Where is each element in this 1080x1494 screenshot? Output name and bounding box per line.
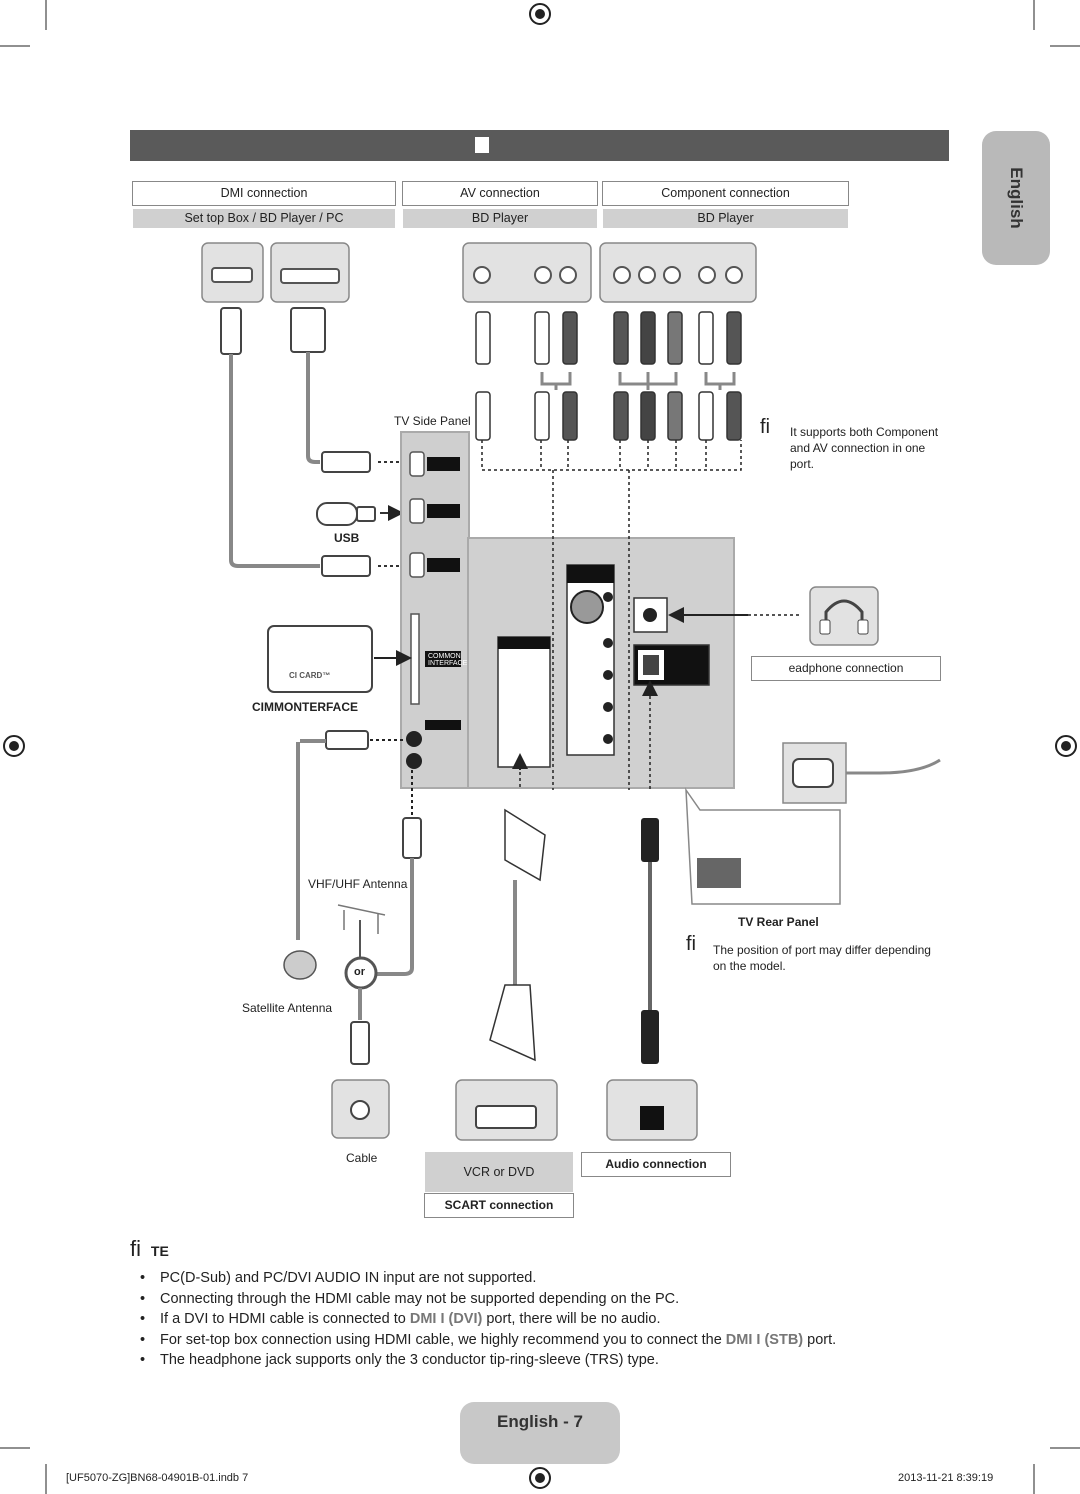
hdmi-plug-side-upper xyxy=(321,451,371,473)
headphone-connection-title: eadphone connection xyxy=(751,656,941,681)
svg-text:COMMON: COMMON xyxy=(428,653,461,660)
component-connection-devices: BD Player xyxy=(603,209,848,228)
rca-jack-icons xyxy=(473,266,743,284)
section-header-bar xyxy=(130,130,949,161)
headphone-device-box xyxy=(809,586,879,646)
note-item: PC(D-Sub) and PC/DVI AUDIO IN input are … xyxy=(140,1268,960,1289)
or-label: or xyxy=(354,966,365,978)
satellite-antenna-label: Satellite Antenna xyxy=(242,1001,333,1015)
dvi-socket-icon xyxy=(280,268,340,284)
dvi-plug-top xyxy=(290,307,326,353)
vhf-uhf-antenna-label: VHF/UHF Antenna xyxy=(308,877,408,891)
print-file-info: [UF5070-ZG]BN68-04901B-01.indb 7 xyxy=(66,1472,249,1484)
hdmi-connection-title: DMI connection xyxy=(132,181,396,206)
component-connection-title: Component connection xyxy=(602,181,849,206)
vcr-dvd-label: VCR or DVD xyxy=(425,1152,573,1192)
hdmi-plug-top xyxy=(220,307,242,355)
hdmi-connection-devices: Set top Box / BD Player / PC xyxy=(133,209,395,228)
note-icon: ﬁ xyxy=(130,1236,141,1261)
av-connection-devices: BD Player xyxy=(403,209,597,228)
page-number-label: English - 7 xyxy=(497,1412,583,1431)
usb-stick-icon xyxy=(316,502,358,526)
page-number-tab: English - 7 xyxy=(460,1402,620,1464)
component-av-note: It supports both Component and AV connec… xyxy=(790,425,939,471)
av-port-box xyxy=(462,242,592,303)
ci-card-icon xyxy=(267,625,373,693)
tv-side-panel-label: TV Side Panel xyxy=(394,414,471,428)
port-position-note: The position of port may differ dependin… xyxy=(713,943,931,973)
header-title-glyph xyxy=(475,137,489,153)
ci-card-text: CI CARD™ xyxy=(289,671,331,680)
notes-section: ﬁ TE PC(D-Sub) and PC/DVI AUDIO IN input… xyxy=(130,1236,960,1371)
note-item: The headphone jack supports only the 3 c… xyxy=(140,1350,960,1371)
scart-connection-title: SCART connection xyxy=(424,1193,574,1218)
notes-heading: ﬁ TE xyxy=(130,1236,960,1262)
tv-rear-panel-label: TV Rear Panel xyxy=(738,915,819,929)
note-item: If a DVI to HDMI cable is connected to D… xyxy=(140,1309,960,1330)
note-icon: ﬁ xyxy=(686,933,696,955)
note-item: Connecting through the HDMI cable may no… xyxy=(140,1289,960,1310)
hdmi-plug-side-lower xyxy=(321,555,371,577)
print-date-info: 2013-11-21 8:39:19 xyxy=(898,1472,994,1484)
usb-label: USB xyxy=(334,531,360,545)
svg-text:INTERFACE: INTERFACE xyxy=(428,660,468,667)
common-interface-label: CIMMONTERFACE xyxy=(252,700,358,714)
hdmi-socket-icon xyxy=(211,267,253,283)
audio-connection-title: Audio connection xyxy=(581,1152,731,1177)
scart-port xyxy=(497,636,551,768)
satellite-dish-icon xyxy=(283,950,317,980)
note-icon: ﬁ xyxy=(760,416,770,438)
language-tab[interactable]: English xyxy=(982,131,1050,265)
av-connection-title: AV connection xyxy=(402,181,598,206)
notes-heading-text: TE xyxy=(150,1243,169,1259)
cable-label: Cable xyxy=(346,1151,378,1165)
note-item: For set-top box connection using HDMI ca… xyxy=(140,1330,960,1351)
